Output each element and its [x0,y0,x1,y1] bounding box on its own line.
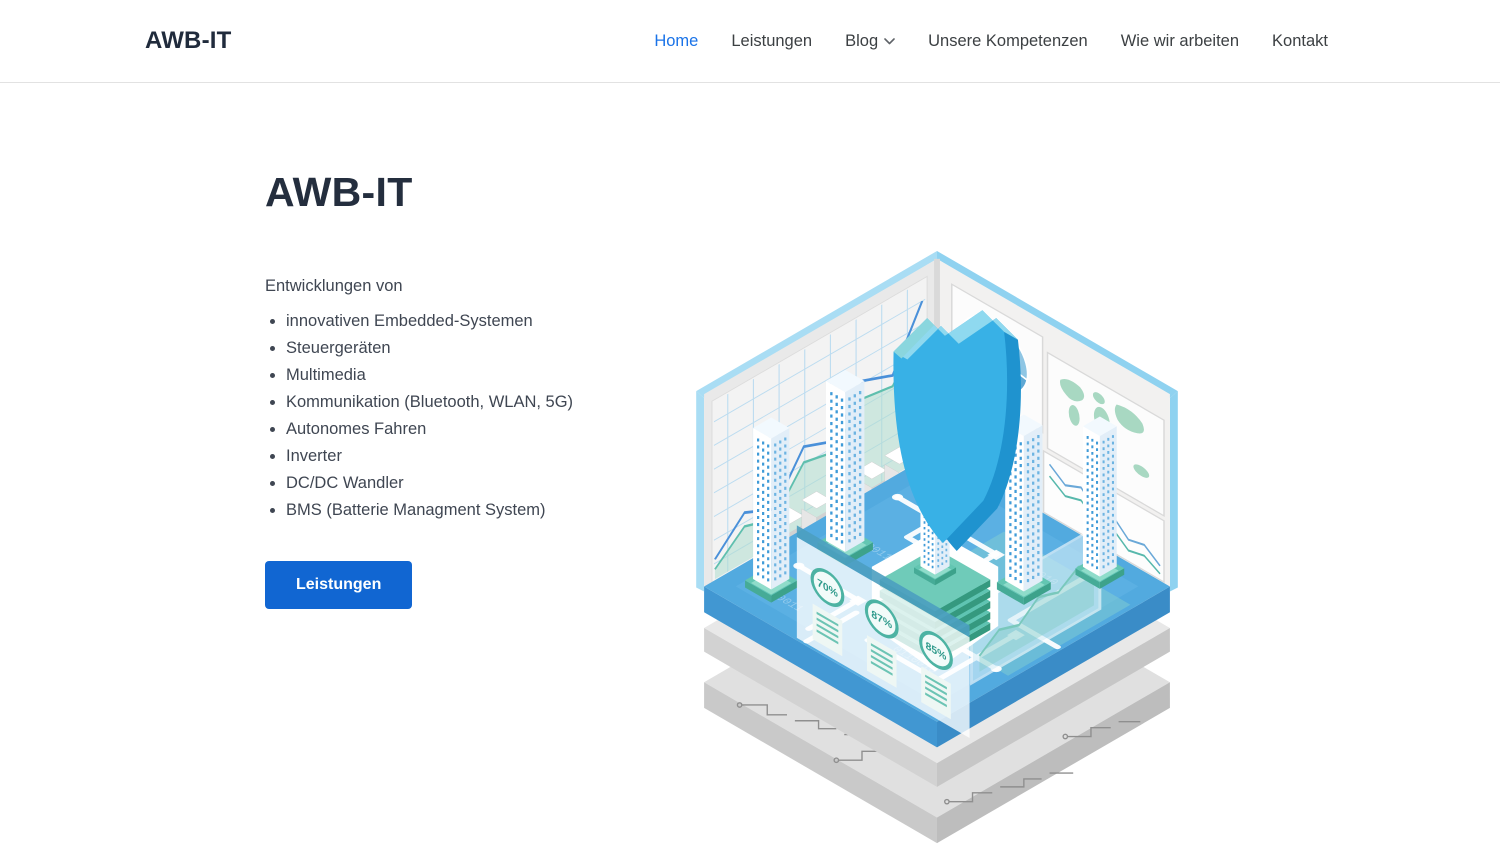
nav-item-unsere-kompetenzen[interactable]: Unsere Kompetenzen [928,31,1088,50]
hero-intro: Entwicklungen von [265,277,403,295]
shield-icon [893,310,1021,551]
nav-item-home[interactable]: Home [654,31,699,50]
hero-section: AWB-IT Entwicklungen von innovativen Emb… [0,83,1500,866]
service-item: Kommunikation (Bluetooth, WLAN, 5G) [286,394,705,411]
site-header: AWB-IT Home Leistungen Blog Unsere Kompe… [0,0,1500,83]
hero-text-block: AWB-IT Entwicklungen von innovativen Emb… [265,169,705,609]
hero-illustration: 0100110101010 011001010011 [696,250,1178,844]
service-item: innovativen Embedded-Systemen [286,313,705,330]
service-item: DC/DC Wandler [286,475,705,492]
nav-item-blog[interactable]: Blog [845,32,895,51]
service-item: Steuergeräten [286,340,705,357]
leistungen-button[interactable]: Leistungen [265,561,413,609]
nav-item-kontakt[interactable]: Kontakt [1272,31,1328,50]
nav-item-wie-wir-arbeiten[interactable]: Wie wir arbeiten [1120,31,1240,50]
percentage-badges: 70% 87% 85% [810,567,953,670]
site-logo[interactable]: AWB-IT [145,27,232,54]
progress-cards [812,603,951,720]
percentage-panel: 70% 87% 85% [796,525,970,739]
nav-item-leistungen[interactable]: Leistungen [731,31,813,50]
main-nav: Home Leistungen Blog Unsere Kompetenzen … [654,32,1328,51]
nav-item-blog-label: Blog [845,31,879,50]
chevron-down-icon [884,37,895,44]
page-title: AWB-IT [265,169,413,215]
service-item: BMS (Batterie Managment System) [286,502,705,519]
service-list: innovativen Embedded-Systemen Steuergerä… [286,313,705,519]
service-item: Multimedia [286,367,705,384]
service-item: Inverter [286,448,705,465]
service-item: Autonomes Fahren [286,421,705,438]
